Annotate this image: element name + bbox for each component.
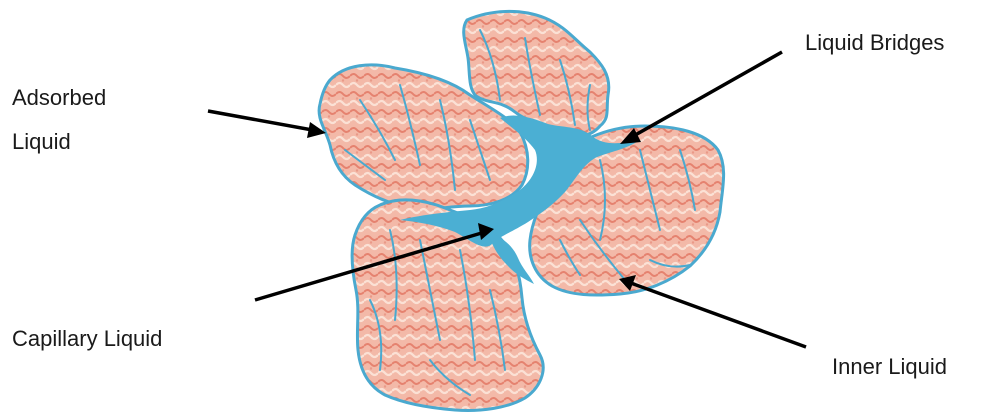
label-capillary-liquid: Capillary Liquid bbox=[12, 317, 162, 361]
arrow-liquid-bridges bbox=[620, 52, 782, 144]
label-liquid-bridges: Liquid Bridges bbox=[805, 21, 944, 65]
arrow-adsorbed bbox=[208, 111, 326, 138]
label-inner-liquid: Inner Liquid bbox=[832, 345, 947, 389]
label-adsorbed-line1: Adsorbed bbox=[12, 76, 106, 120]
label-adsorbed-line2: Liquid bbox=[12, 120, 106, 164]
label-adsorbed-liquid: Adsorbed Liquid bbox=[12, 76, 106, 164]
